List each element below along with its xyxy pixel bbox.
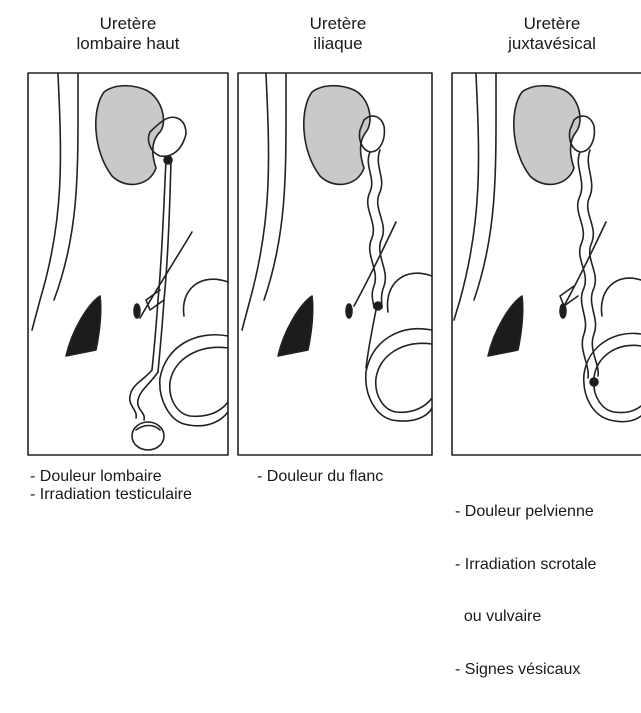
panel-3-bladder-top	[601, 278, 641, 316]
panel-3	[452, 73, 641, 455]
panel-3-bladder-inner	[594, 345, 641, 412]
panel-3-caption-line-3: ou vulvaire	[455, 608, 596, 626]
panel-1-small-bone	[134, 304, 140, 318]
panel-2	[238, 73, 432, 455]
panel-2-pelvic-bone	[278, 296, 313, 356]
panel-2-bladder-inner	[376, 343, 432, 412]
panel-1-kidney	[96, 86, 164, 185]
panel-1-stone	[164, 156, 172, 164]
panel-2-caption: - Douleur du flanc	[257, 468, 383, 486]
panel-1-cord-b	[138, 372, 158, 420]
panel-1-caption-line-1: - Douleur lombaire	[30, 468, 192, 486]
panel-3-ureter-a	[578, 152, 589, 378]
panel-3-iliac-line	[564, 222, 606, 306]
panel-1-bladder-top	[183, 279, 228, 316]
panel-2-ureter-a	[368, 152, 376, 308]
panel-1-spine-line-right	[54, 74, 78, 300]
panel-2-ureter-lower	[366, 310, 376, 368]
panel-2-bladder-top	[387, 273, 432, 312]
panel-3-caption-line-4: - Signes vésicaux	[455, 661, 596, 679]
panel-1-ureter-a	[152, 160, 166, 370]
ureter-pain-figure: Uretère lombaire haut Uretère iliaque Ur…	[0, 0, 641, 556]
panel-1-caption: - Douleur lombaire - Irradiation testicu…	[30, 468, 192, 503]
panel-1	[28, 73, 228, 455]
panel-2-caption-line-1: - Douleur du flanc	[257, 468, 383, 486]
panel-1-caption-line-2: - Irradiation testiculaire	[30, 486, 192, 504]
panel-3-pelvic-bone	[488, 296, 523, 356]
panel-3-caption-line-1: - Douleur pelvienne	[455, 503, 596, 521]
panel-3-caption-line-2: - Irradiation scrotale	[455, 556, 596, 574]
panel-2-small-bone	[346, 304, 352, 318]
panel-3-spine-line-left	[454, 74, 479, 320]
panel-1-vessel	[146, 290, 164, 310]
panel-3-ureter-b	[588, 150, 599, 376]
panel-1-epididymis	[136, 426, 160, 431]
panel-3-small-bone	[560, 304, 566, 318]
panel-2-spine-line-left	[242, 74, 269, 330]
panel-1-bladder-inner	[170, 347, 228, 416]
panel-2-ureter-b	[378, 150, 386, 308]
panel-1-pelvic-bone	[66, 296, 101, 356]
panel-3-caption: - Douleur pelvienne - Irradiation scrota…	[455, 468, 596, 713]
panel-2-stone	[374, 302, 382, 310]
